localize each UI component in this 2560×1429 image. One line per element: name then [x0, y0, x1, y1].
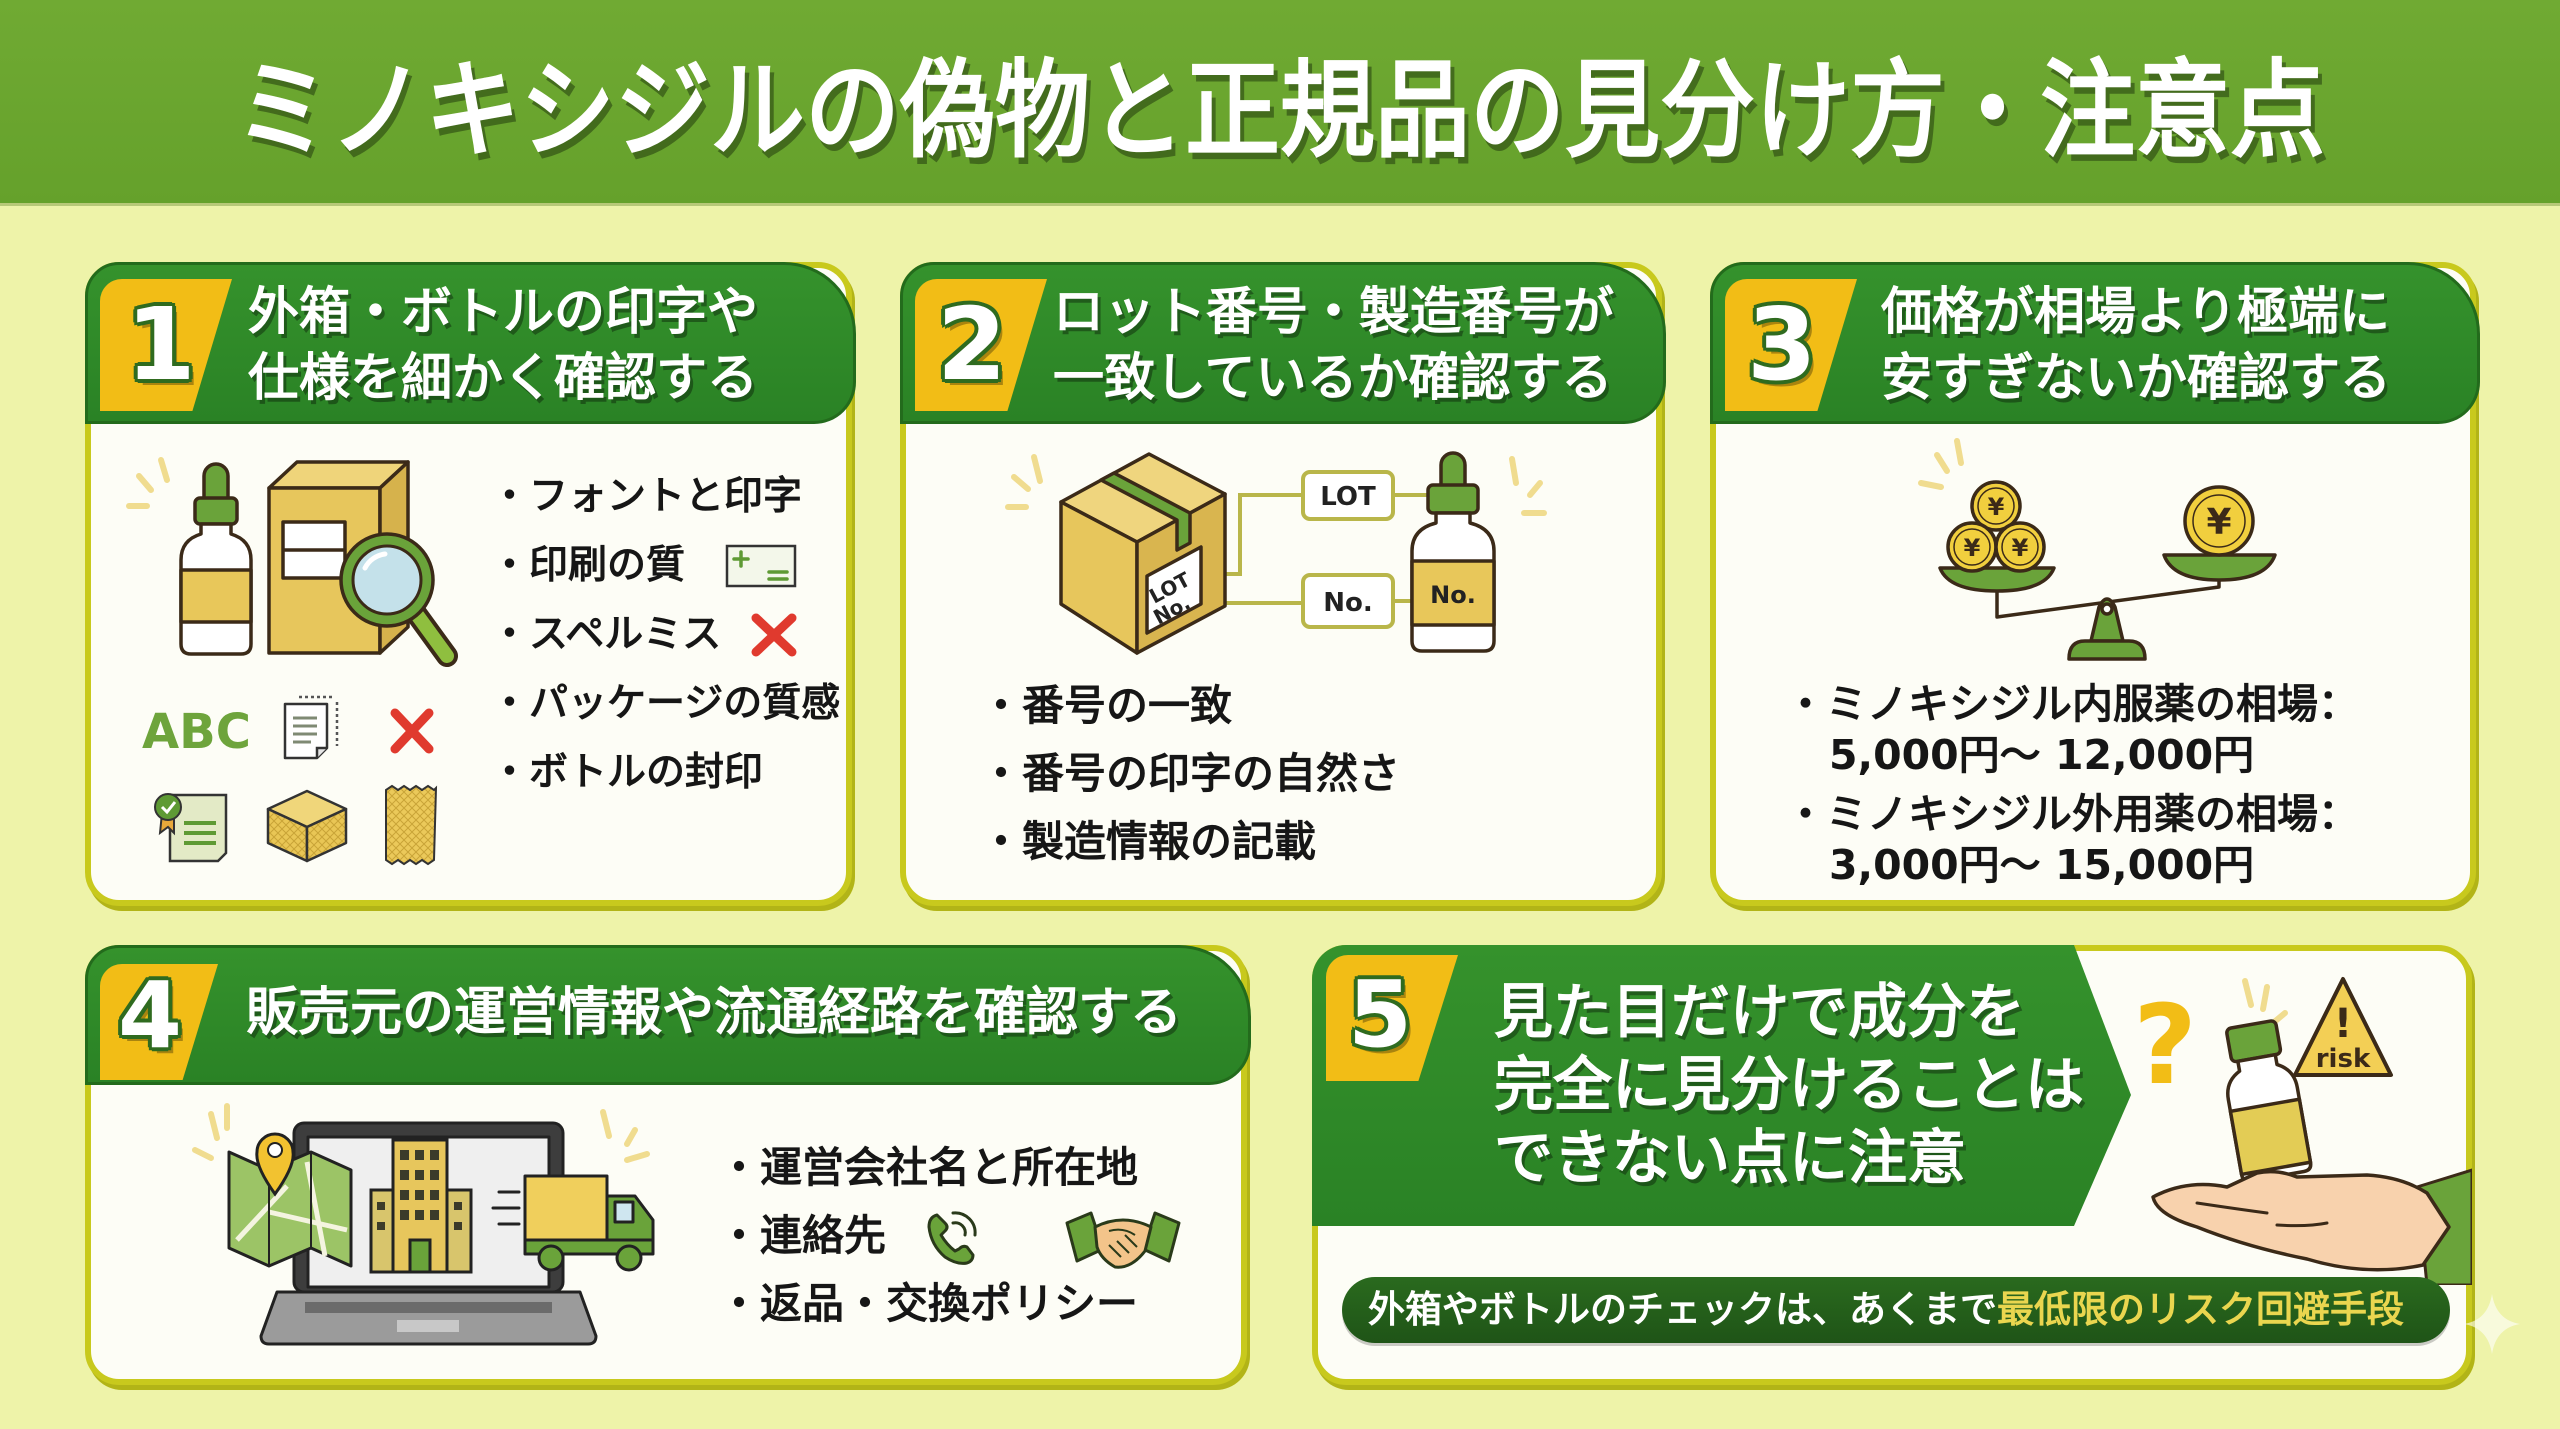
step-number: 5 [1348, 961, 1413, 1068]
card-title: 見た目だけで成分を 完全に見分けることは できない点に注意 [1494, 975, 2084, 1194]
card-title-line: 完全に見分けることは [1494, 1050, 2085, 1119]
card-2-lot-number-check: 2 ロット番号・製造番号が 一致しているか確認する LOT No. LOT [900, 262, 1666, 906]
bullet-item: ・番号の印字の自然さ [980, 749, 1401, 798]
card-header: 4 販売元の運営情報や流通経路を確認する [85, 945, 1251, 1085]
bullet-item: ・返品・交換ポリシー [718, 1279, 1139, 1328]
bullet-item: ・フォントと印字 [490, 474, 803, 519]
red-x-icon [751, 613, 797, 657]
phone-icon [927, 1211, 977, 1265]
card-title-line: できない点に注意 [1494, 1123, 1967, 1192]
lot-tag: LOT [1320, 482, 1376, 512]
card-1-packaging-check: 1 外箱・ボトルの印字や 仕様を細かく確認する ・フォントと印字 [85, 262, 856, 906]
card-title-line: 安すぎないか確認する [1881, 349, 2392, 408]
card-title-line: 外箱・ボトルの印字や [248, 283, 759, 342]
sparkle-watermark-icon [2464, 1294, 2520, 1354]
yen-coin-symbol: ¥ [1988, 493, 2005, 521]
checklist: ・フォントと印字 ・印刷の質 ・スペルミス ・パッケージの質感 ・ボトルの封印 [490, 462, 840, 807]
yen-coin-symbol: ¥ [1964, 534, 1981, 562]
checklist: ・番号の一致 ・番号の印字の自然さ ・製造情報の記載 [980, 672, 1400, 876]
step-number: 4 [118, 962, 183, 1069]
step-number: 1 [126, 286, 196, 403]
page-title: ミノキシジルの偽物と正規品の見分け方・注意点 [234, 49, 2325, 173]
card-title-line: 価格が相場より極端に [1881, 283, 2390, 342]
bottle-no-label: No. [1430, 581, 1476, 609]
warning-exclamation-icon: ! [2334, 1001, 2352, 1047]
summary-banner: 外箱やボトルのチェックは、あくまで最低限のリスク回避手段 [1342, 1277, 2450, 1343]
card-title-line: 一致しているか確認する [1053, 349, 1613, 408]
package-texture-cube-icon [266, 789, 348, 863]
card-5-appearance-warning: 5 見た目だけで成分を 完全に見分けることは できない点に注意 ? ! risk… [1312, 945, 2472, 1385]
card-title-line: ロット番号・製造番号が [1053, 283, 1615, 342]
card-title-line: 販売元の運営情報や流通経路を確認する [246, 983, 1183, 1043]
yen-coin-symbol: ¥ [2206, 502, 2231, 543]
card-title-line: 見た目だけで成分を [1494, 977, 2026, 1046]
lot-number-matching-icon: LOT No. LOT No. No. [1005, 451, 1547, 655]
step-number: 2 [937, 286, 1007, 403]
bottle-seal-pouch-icon [385, 784, 438, 866]
bullet-item: ・スペルミス [490, 612, 722, 657]
card-header: 2 ロット番号・製造番号が 一致しているか確認する [900, 262, 1666, 424]
document-icon [283, 695, 339, 760]
card-title: 価格が相場より極端に 安すぎないか確認する [1881, 280, 2391, 412]
card-header-arrow [1312, 945, 2131, 1226]
banner-text: 外箱やボトルのチェックは、あくまで [1368, 1288, 1997, 1331]
red-x-icon [390, 708, 434, 754]
bullet-item: ・運営会社名と所在地 [718, 1143, 1139, 1192]
card-title-line: 仕様を細かく確認する [248, 349, 759, 408]
price-label: ・ミノキシジル内服薬の相場： [1785, 680, 2359, 728]
price-scale-icon: ¥ ¥ ¥ ¥ [1918, 438, 2277, 661]
card-title: ロット番号・製造番号が 一致しているか確認する [1053, 280, 1614, 412]
bullet-item: ・連絡先 [718, 1211, 887, 1260]
question-mark-icon: ? [2133, 981, 2197, 1109]
banner-highlight: 最低限のリスク回避手段 [1997, 1288, 2404, 1331]
price-range: 5,000円～ 12,000円 [1829, 731, 2255, 779]
bottle-box-magnifier-icon [126, 457, 458, 667]
yen-coin-symbol: ¥ [2012, 534, 2029, 562]
handshake-icon [1065, 1211, 1181, 1269]
price-range: 3,000円～ 15,000円 [1829, 841, 2255, 889]
abc-font-icon: ABC [142, 704, 251, 760]
card-4-seller-info-check: 4 販売元の運営情報や流通経路を確認する [85, 945, 1251, 1385]
risk-label: risk [2316, 1044, 2371, 1074]
certificate-icon [154, 793, 228, 863]
card-header: 1 外箱・ボトルの印字や 仕様を細かく確認する [85, 262, 856, 424]
bullet-item: ・ボトルの封印 [490, 750, 764, 795]
card-title: 外箱・ボトルの印字や 仕様を細かく確認する [248, 280, 758, 412]
title-bar: ミノキシジルの偽物と正規品の見分け方・注意点 [0, 0, 2560, 203]
no-tag: No. [1323, 588, 1373, 618]
print-quality-icon [725, 544, 797, 588]
laptop-map-building-truck-icon [192, 1103, 655, 1346]
price-list: ・ミノキシジル内服薬の相場： 5,000円～ 12,000円 ・ミノキシジル外用… [1785, 679, 2359, 891]
bullet-item: ・番号の一致 [980, 681, 1233, 730]
card-3-price-check: 3 価格が相場より極端に 安すぎないか確認する ¥ ¥ [1710, 262, 2480, 906]
price-label: ・ミノキシジル外用薬の相場： [1785, 790, 2359, 838]
hand-holding-bottle-risk-icon: ? ! risk [2133, 977, 2472, 1285]
bullet-item: ・印刷の質 [490, 543, 686, 588]
bullet-item: ・製造情報の記載 [980, 817, 1317, 866]
bullet-item: ・パッケージの質感 [490, 681, 841, 726]
card-title: 販売元の運営情報や流通経路を確認する [246, 980, 1182, 1046]
card-header: 3 価格が相場より極端に 安すぎないか確認する [1710, 262, 2480, 424]
step-number: 3 [1747, 286, 1817, 403]
checklist: ・運営会社名と所在地 ・連絡先 ・返品・交換ポリシー [718, 1134, 1138, 1338]
